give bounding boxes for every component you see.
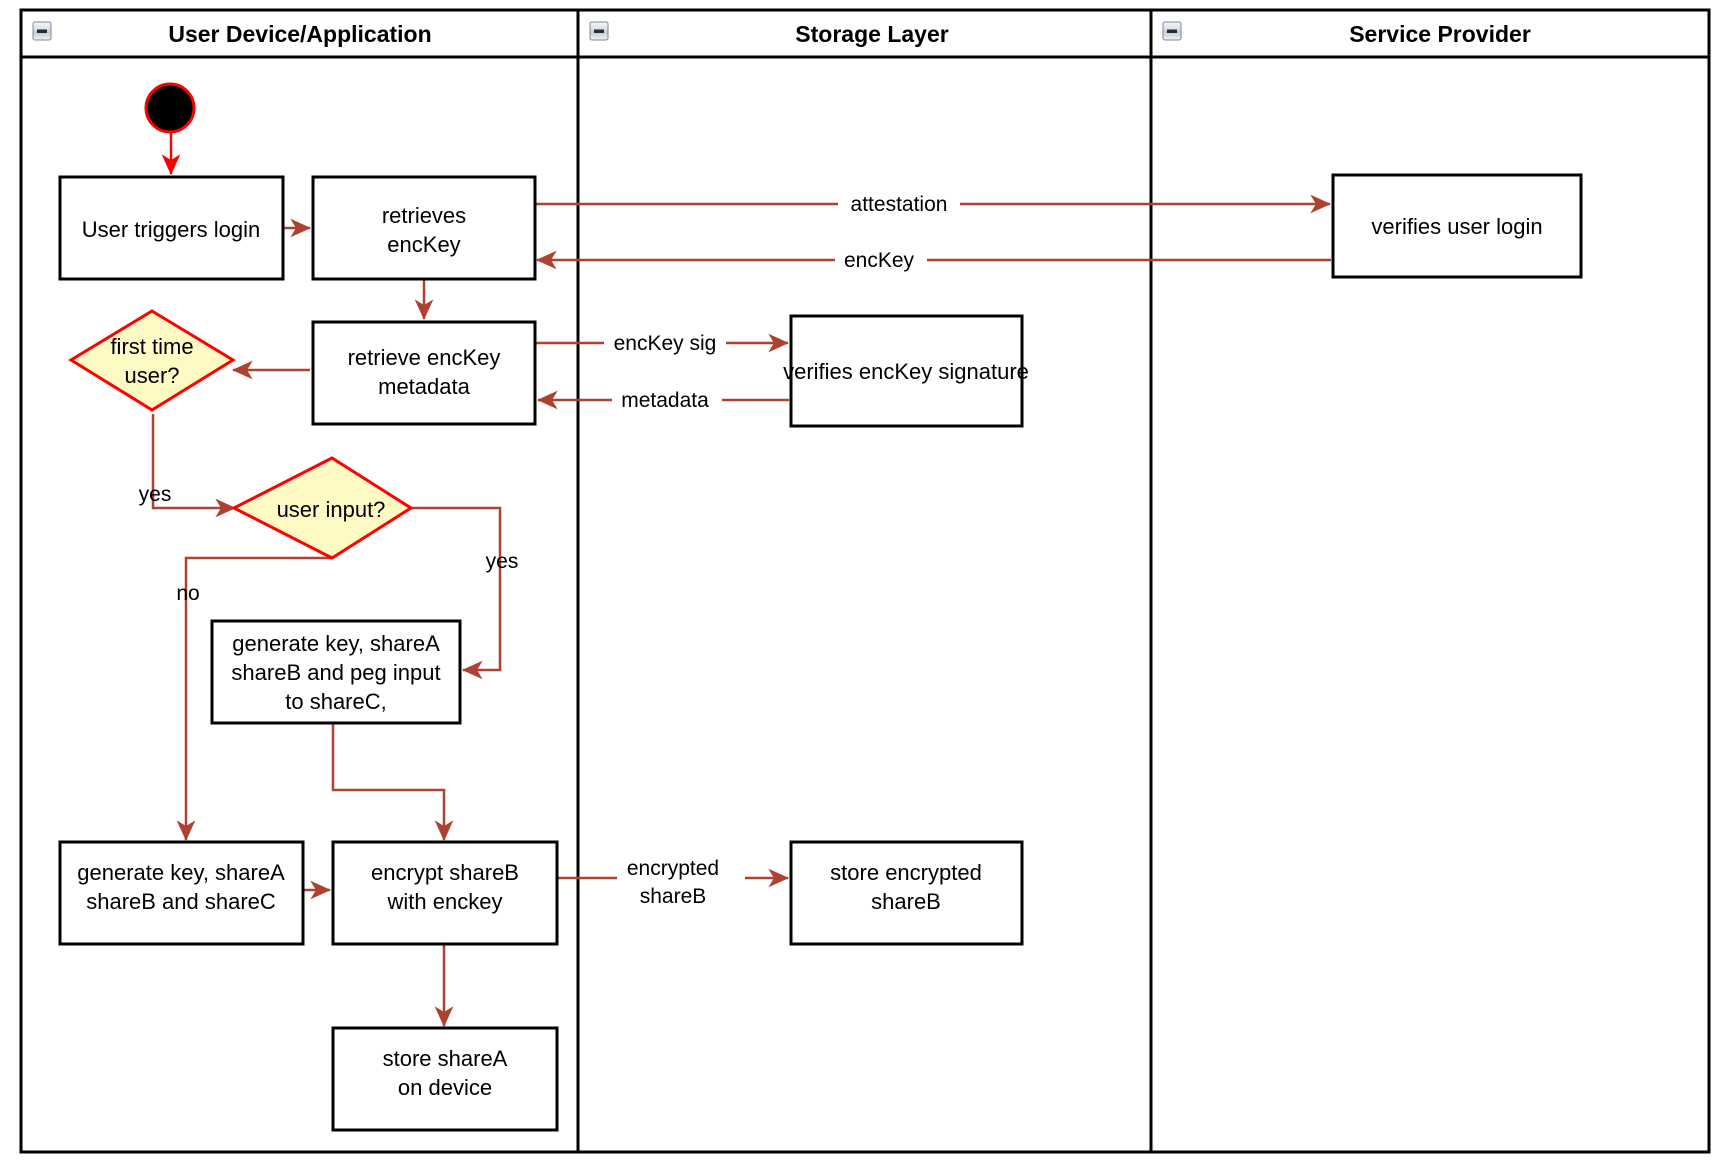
collapse-minus-icon[interactable] xyxy=(32,21,52,41)
activity-encrypt-shareb[interactable]: encrypt shareB with enckey xyxy=(331,840,559,946)
decision-user-input[interactable]: user input? xyxy=(230,456,414,560)
lane-header-user-device[interactable]: User Device/Application xyxy=(32,21,432,47)
activity-label-retrieves-enckey-line2: encKey xyxy=(387,232,460,257)
edge-labels: attestation encKey encKey sig metadata y… xyxy=(139,190,960,908)
edge-no-to-generate-shares xyxy=(176,556,332,841)
lane-header-storage[interactable]: Storage Layer xyxy=(589,21,949,47)
activity-store-encrypted-shareb[interactable]: store encrypted shareB xyxy=(789,840,1024,946)
edge-label-attestation: attestation xyxy=(851,193,948,216)
lane-title-storage: Storage Layer xyxy=(795,21,948,47)
activity-label-retrieves-enckey-line1: retrieves xyxy=(382,203,466,228)
activity-label-generate-shares-line1: generate key, shareA xyxy=(77,860,285,885)
edge-label-no-user-input: no xyxy=(176,582,199,605)
start-node[interactable] xyxy=(144,82,196,134)
lane-title-user-device: User Device/Application xyxy=(168,21,431,47)
edge-label-encrypted-shareb-line1: encrypted xyxy=(627,857,719,880)
edge-yes-to-generate-peg xyxy=(410,506,502,680)
decision-shape-first-time-user[interactable] xyxy=(68,309,236,412)
activity-label-encrypt-shareb-line2: with enckey xyxy=(387,889,503,914)
activity-label-verifies-user-login: verifies user login xyxy=(1371,214,1542,239)
activity-label-generate-peg-line1: generate key, shareA xyxy=(232,631,440,656)
start-node-circle[interactable] xyxy=(144,82,196,134)
edge-peg-to-encrypt xyxy=(331,722,454,841)
activity-label-user-triggers-login: User triggers login xyxy=(82,217,261,242)
activity-label-generate-peg-line3: to shareC, xyxy=(285,689,387,714)
swimlane-outer-border xyxy=(19,8,1711,1154)
activity-generate-key-shares[interactable]: generate key, shareA shareB and shareC xyxy=(58,840,305,946)
activity-label-store-sharea-line1: store shareA xyxy=(383,1046,508,1071)
edge-label-enckey-sig: encKey sig xyxy=(614,332,717,355)
edge-label-enckey: encKey xyxy=(844,249,915,272)
activity-label-retrieve-metadata-line1: retrieve encKey xyxy=(348,345,501,370)
decision-label-first-time-user-line2: user? xyxy=(124,363,179,388)
activity-user-triggers-login[interactable]: User triggers login xyxy=(58,175,285,281)
edge-label-yes-user-input: yes xyxy=(486,550,519,573)
decision-label-first-time-user-line1: first time xyxy=(110,334,193,359)
decision-shape-user-input[interactable] xyxy=(230,456,414,560)
lane-header-service-provider[interactable]: Service Provider xyxy=(1162,21,1531,47)
activity-label-encrypt-shareb-line1: encrypt shareB xyxy=(371,860,519,885)
activity-label-verifies-enckey-signature: verifies encKey signature xyxy=(783,359,1029,384)
lane-title-service-provider: Service Provider xyxy=(1349,21,1531,47)
decision-first-time-user[interactable]: first time user? xyxy=(68,309,236,412)
activity-label-store-encrypted-shareb-line1: store encrypted xyxy=(830,860,982,885)
edge-label-yes-first-time: yes xyxy=(139,483,172,506)
activity-label-retrieve-metadata-line2: metadata xyxy=(378,374,470,399)
activity-store-sharea-on-device[interactable]: store shareA on device xyxy=(331,1026,559,1132)
collapse-minus-icon[interactable] xyxy=(589,21,609,41)
activity-retrieve-enckey-metadata[interactable]: retrieve encKey metadata xyxy=(311,320,537,426)
edge-label-encrypted-shareb-line2: shareB xyxy=(640,885,707,908)
activity-label-generate-shares-line2: shareB and shareC xyxy=(86,889,276,914)
activity-label-store-sharea-line2: on device xyxy=(398,1075,492,1100)
flow-edges xyxy=(151,128,1331,1027)
swimlane-frame xyxy=(19,8,1711,1154)
activity-generate-key-peg-input[interactable]: generate key, shareA shareB and peg inpu… xyxy=(210,619,462,725)
activity-verifies-enckey-signature[interactable]: verifies encKey signature xyxy=(783,314,1029,428)
activity-label-store-encrypted-shareb-line2: shareB xyxy=(871,889,941,914)
decision-label-user-input: user input? xyxy=(277,497,386,522)
edge-label-metadata: metadata xyxy=(621,389,709,412)
edge-yes-to-user-input xyxy=(151,414,236,518)
activity-retrieves-enckey[interactable]: retrieves encKey xyxy=(311,175,537,281)
activity-verifies-user-login[interactable]: verifies user login xyxy=(1331,173,1583,279)
activity-label-generate-peg-line2: shareB and peg input xyxy=(231,660,440,685)
collapse-minus-icon[interactable] xyxy=(1162,21,1182,41)
